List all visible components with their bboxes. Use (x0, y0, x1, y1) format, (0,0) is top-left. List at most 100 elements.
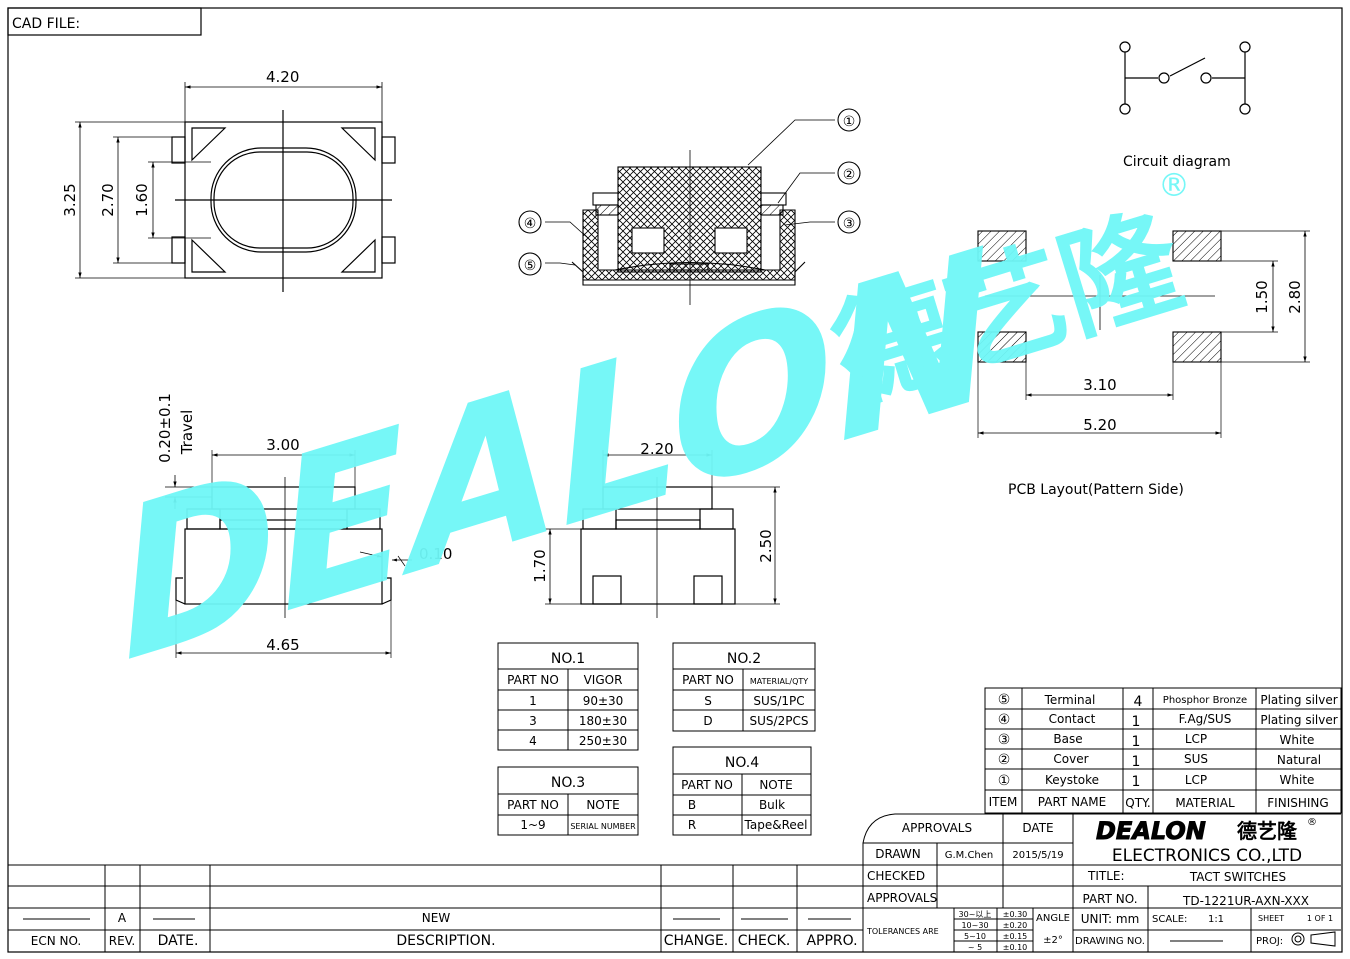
bom-cell: LCP (1185, 773, 1207, 787)
no3-title: NO.3 (551, 775, 585, 791)
revision-header-ecn: ECN NO. (31, 934, 82, 948)
no2-cell: SUS/2PCS (750, 714, 809, 728)
tb-drawn-label: DRAWN (875, 847, 921, 861)
no1-cell: 1 (529, 694, 537, 708)
tb-tol-range: 10~30 (961, 921, 988, 930)
bom-header-finishing: FINISHING (1267, 796, 1328, 810)
no1-cell: 3 (529, 714, 537, 728)
tb-partno-value: TD-1221UR-AXN-XXX (1182, 894, 1309, 908)
revision-header-check: CHECK. (738, 933, 791, 949)
bom-cell: 1 (1132, 774, 1141, 790)
dim-travel-value: 0.20±0.1 (156, 393, 174, 463)
bom-item-1: ① (998, 773, 1011, 789)
bom-cell: Base (1053, 732, 1082, 746)
pcb-layout (977, 230, 1310, 438)
company-logo-chinese: 德艺隆 (1237, 819, 1298, 843)
bom-item-5: ⑤ (998, 692, 1011, 708)
revision-rev-value: A (118, 911, 127, 925)
table-no1 (497, 642, 639, 751)
no1-cell: 250±30 (579, 734, 627, 748)
tb-scale-label: SCALE: (1152, 914, 1187, 925)
callout-5: ⑤ (524, 258, 537, 274)
bom-cell: 1 (1132, 754, 1141, 770)
bom-cell: Natural (1277, 753, 1321, 767)
bom-item-2: ② (998, 752, 1011, 768)
company-logo: DEALON (1096, 817, 1206, 845)
dim-2-80: 2.80 (1286, 280, 1304, 313)
bom-cell: SUS (1184, 752, 1208, 766)
front-view (165, 450, 412, 658)
dim-1-60: 1.60 (133, 183, 151, 216)
tb-company-name: ELECTRONICS CO.,LTD (1112, 846, 1302, 866)
bom-cell: White (1280, 773, 1315, 787)
tb-partno-label: PART NO. (1082, 892, 1137, 906)
top-view (75, 82, 396, 292)
no1-cell: 90±30 (583, 694, 624, 708)
dim-2-70: 2.70 (99, 183, 117, 216)
tb-tolerances-label: TOLERANCES ARE (866, 927, 939, 936)
revision-header-description: DESCRIPTION. (396, 933, 495, 949)
callout-1: ① (843, 114, 856, 130)
tb-checked-label: CHECKED (867, 869, 925, 883)
section-view (518, 108, 861, 305)
revision-header-change: CHANGE. (664, 933, 729, 949)
table-no2 (672, 642, 816, 732)
bom-header-partname: PART NAME (1038, 795, 1106, 809)
bom-cell: Phosphor Bronze (1163, 695, 1247, 706)
tb-tol-value: ±0.15 (1003, 932, 1028, 941)
tb-date-header: DATE (1022, 821, 1053, 835)
tb-approvals-label: APPROVALS (867, 891, 937, 905)
no4-cell: Bulk (759, 798, 785, 812)
revision-table (8, 864, 863, 952)
tb-title-value: TACT SWITCHES (1189, 870, 1286, 884)
tb-tol-value: ±0.30 (1003, 910, 1028, 919)
dim-4-65: 4.65 (266, 636, 299, 654)
dim-3-25: 3.25 (61, 183, 79, 216)
revision-header-rev: REV. (109, 934, 135, 948)
revision-header-appro: APPRO. (806, 933, 857, 949)
no1-cell: 180±30 (579, 714, 627, 728)
tb-drawn-date: 2015/5/19 (1012, 850, 1063, 861)
tb-sheet-label: SHEET (1258, 914, 1284, 923)
bom-cell: Contact (1049, 712, 1096, 726)
dim-travel-label: Travel (178, 410, 196, 456)
circuit-diagram (1119, 41, 1251, 115)
cad-file-box (7, 7, 202, 36)
bom-cell: Terminal (1044, 693, 1096, 707)
no3-cell: 1~9 (520, 818, 545, 832)
tb-unit: UNIT: mm (1081, 912, 1140, 926)
pcb-layout-label: PCB Layout(Pattern Side) (1008, 482, 1184, 498)
tb-proj-label: PROJ: (1256, 936, 1283, 947)
bom-header-qty: QTY. (1125, 796, 1151, 810)
dim-0-10: 0.10 (419, 545, 452, 563)
no4-cell: B (688, 798, 696, 812)
tb-tol-range: 5~10 (964, 932, 986, 941)
bom-item-3: ③ (998, 732, 1011, 748)
dim-2-50: 2.50 (757, 529, 775, 562)
no4-title: NO.4 (725, 755, 759, 771)
tb-sheet-value: 1 OF 1 (1307, 914, 1333, 923)
no1-header-vigor: VIGOR (584, 673, 623, 687)
callout-2: ② (843, 167, 856, 183)
sheet-border (7, 7, 1343, 953)
dim-5-20: 5.20 (1083, 416, 1116, 434)
tb-approvals-header: APPROVALS (902, 821, 972, 835)
no1-header-partno: PART NO (507, 673, 559, 687)
dim-3-10: 3.10 (1083, 376, 1116, 394)
dim-1-70: 1.70 (531, 549, 549, 582)
no4-header-note: NOTE (759, 778, 792, 792)
bom-cell: Keystoke (1045, 773, 1099, 787)
tb-tol-value: ±0.10 (1003, 943, 1028, 952)
callout-4: ④ (524, 216, 537, 232)
bom-cell: White (1280, 733, 1315, 747)
bom-cell: Cover (1053, 752, 1088, 766)
tb-drawing-no-label: DRAWING NO. (1075, 936, 1145, 947)
bom-cell: Plating silver (1260, 693, 1337, 707)
tb-tol-range: ~ 5 (968, 943, 982, 952)
no1-title: NO.1 (551, 651, 585, 667)
tb-angle-value: ±2° (1043, 935, 1063, 946)
no3-header-note: NOTE (586, 798, 619, 812)
no4-cell: R (688, 818, 696, 832)
dim-1-50: 1.50 (1253, 280, 1271, 313)
